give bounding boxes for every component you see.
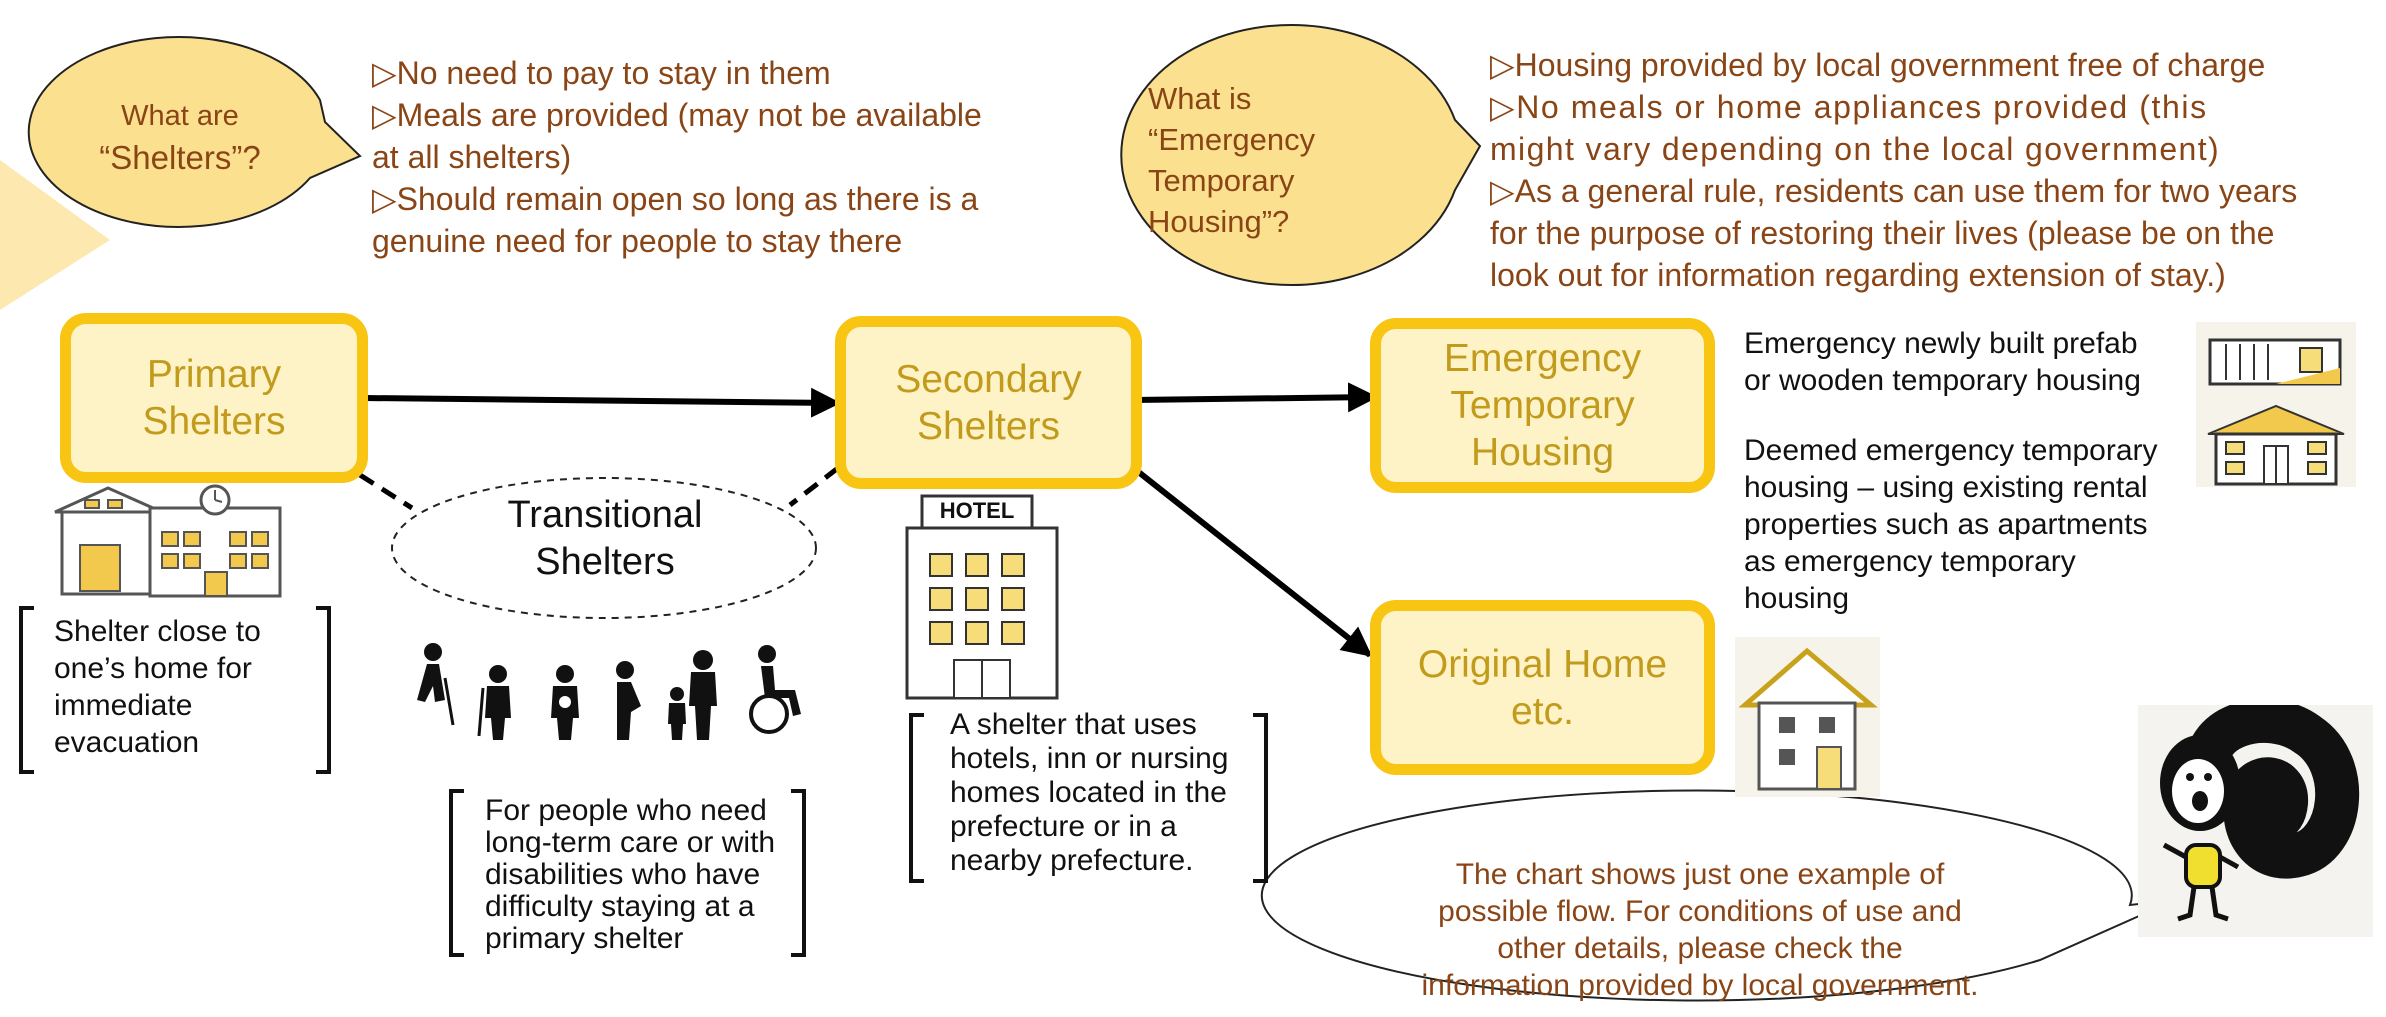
transitional-desc-line: primary shelter: [485, 922, 684, 955]
box-label-line: etc.: [1511, 689, 1574, 733]
hotel-sign-label: HOTEL: [939, 498, 1015, 523]
transitional-label-line: Shelters: [535, 541, 675, 583]
box-label-line: Secondary: [895, 357, 1082, 401]
temp-housing-info-line: for the purpose of restoring their lives…: [1490, 215, 2275, 251]
prefab-desc-line: Emergency newly built prefab: [1744, 327, 2138, 360]
shelters-info-line: genuine need for people to stay there: [372, 223, 903, 259]
temp-housing-info: ▷Housing provided by local government fr…: [1490, 44, 2297, 296]
box-label-line: Housing: [1470, 431, 1615, 474]
transitional-label-line: Transitional: [507, 494, 703, 536]
box-label-line: Emergency: [1443, 337, 1642, 380]
deemed-housing-description: Deemed emergency temporary housing – usi…: [1744, 432, 2158, 617]
primary-desc-line: one’s home for: [54, 652, 252, 685]
shelters-question-line: “Shelters”?: [99, 139, 261, 176]
flow-example-note: The chart shows just one example of poss…: [1320, 856, 2080, 1004]
arrow-secondary-to-original: [1134, 467, 1373, 658]
note-line: other details, please check the: [1497, 932, 1903, 965]
shelters-info: ▷No need to pay to stay in them ▷Meals a…: [372, 52, 982, 262]
school-buildings-icon: [54, 484, 282, 598]
transitional-desc-line: long-term care or with: [485, 826, 776, 859]
temp-housing-info-line: look out for information regarding exten…: [1490, 257, 2226, 293]
box-label-line: Original Home: [1417, 642, 1668, 686]
transitional-shelters-label: Transitional Shelters: [420, 492, 790, 586]
temp-housing-info-line: ▷Housing provided by local government fr…: [1490, 47, 2266, 83]
primary-desc-line: evacuation: [54, 726, 200, 759]
shelters-info-line: ▷Meals are provided (may not be availabl…: [372, 97, 982, 133]
transitional-shelters-description: For people who need long-term care or wi…: [485, 795, 775, 955]
secondary-desc-brackets: [909, 713, 1268, 883]
secondary-shelters-description: A shelter that uses hotels, inn or nursi…: [950, 708, 1229, 878]
transitional-desc-brackets: [449, 789, 806, 957]
deemed-desc-line: properties such as apartments: [1744, 508, 2148, 541]
temp-housing-question-line: Housing”?: [1148, 204, 1290, 239]
note-bubble-shape: [1260, 789, 2176, 1002]
secondary-desc-line: A shelter that uses: [950, 708, 1197, 741]
prefab-housing-icon: [2196, 322, 2356, 402]
dashed-link-transitional-secondary: [788, 466, 840, 507]
shelters-bubble-shape: [27, 35, 362, 228]
original-home-box: Original Home etc.: [1370, 600, 1715, 775]
temp-housing-question-line: “Emergency: [1148, 122, 1316, 157]
transitional-desc-line: difficulty staying at a: [485, 890, 755, 923]
emergency-temporary-housing-box: Emergency Temporary Housing: [1370, 318, 1715, 493]
transitional-desc-line: For people who need: [485, 794, 767, 827]
primary-shelters-description: Shelter close to one’s home for immediat…: [54, 613, 261, 761]
temp-housing-info-line: ▷No meals or home appliances provided (t…: [1490, 89, 2208, 125]
temp-housing-question: What is “Emergency Temporary Housing”?: [1148, 78, 1348, 242]
temp-housing-question-line: Temporary: [1148, 163, 1295, 198]
arrow-secondary-to-emergency: [1135, 382, 1378, 413]
secondary-desc-line: homes located in the: [950, 776, 1227, 809]
primary-desc-brackets: [19, 606, 331, 774]
deemed-desc-line: as emergency temporary: [1744, 545, 2076, 578]
box-label-line: Primary: [146, 353, 282, 396]
temp-housing-info-line: ▷As a general rule, residents can use th…: [1490, 173, 2298, 209]
secondary-desc-line: nearby prefecture.: [950, 844, 1194, 877]
transitional-desc-line: disabilities who have: [485, 858, 761, 891]
elderly-and-disabled-people-icon: [417, 643, 801, 740]
shelters-info-line: at all shelters): [372, 139, 572, 175]
primary-desc-line: immediate: [54, 689, 193, 722]
shelters-question-line: What are: [121, 100, 239, 132]
temp-housing-info-line: might vary depending on the local govern…: [1490, 131, 2221, 167]
shelters-question: What are “Shelters”?: [60, 96, 300, 178]
note-line: information provided by local government…: [1421, 969, 1979, 1002]
transitional-ellipse: [391, 477, 817, 619]
shelters-info-line: ▷Should remain open so long as there is …: [372, 181, 979, 217]
prefab-desc-line: or wooden temporary housing: [1744, 364, 2141, 397]
secondary-desc-line: hotels, inn or nursing: [950, 742, 1229, 775]
primary-shelters-box: Primary Shelters: [60, 313, 368, 483]
hotel-building-icon: [905, 494, 1059, 700]
note-line: possible flow. For conditions of use and: [1438, 895, 1962, 928]
deemed-desc-line: Deemed emergency temporary: [1744, 434, 2158, 467]
shelters-info-line: ▷No need to pay to stay in them: [372, 55, 831, 91]
deemed-desc-line: housing: [1744, 582, 1850, 615]
primary-desc-line: Shelter close to: [54, 615, 261, 648]
temp-housing-question-line: What is: [1148, 81, 1252, 116]
secondary-shelters-box: Secondary Shelters: [835, 316, 1142, 489]
box-label-line: Shelters: [142, 400, 286, 443]
box-label-line: Temporary: [1450, 384, 1635, 427]
deemed-desc-line: housing – using existing rental: [1744, 471, 2148, 504]
temp-housing-bubble-shape: [1120, 24, 1482, 286]
apartment-building-icon: [2196, 402, 2356, 487]
prefab-housing-description: Emergency newly built prefab or wooden t…: [1744, 325, 2141, 399]
box-label-line: Shelters: [916, 404, 1061, 448]
decorative-wedge: [0, 160, 110, 310]
arrow-primary-to-secondary: [363, 387, 841, 418]
mascot-character-icon: [2138, 705, 2373, 937]
house-icon: [1735, 637, 1880, 797]
secondary-desc-line: prefecture or in a: [950, 810, 1177, 843]
note-line: The chart shows just one example of: [1455, 858, 1945, 891]
dashed-link-primary-transitional: [358, 472, 414, 511]
